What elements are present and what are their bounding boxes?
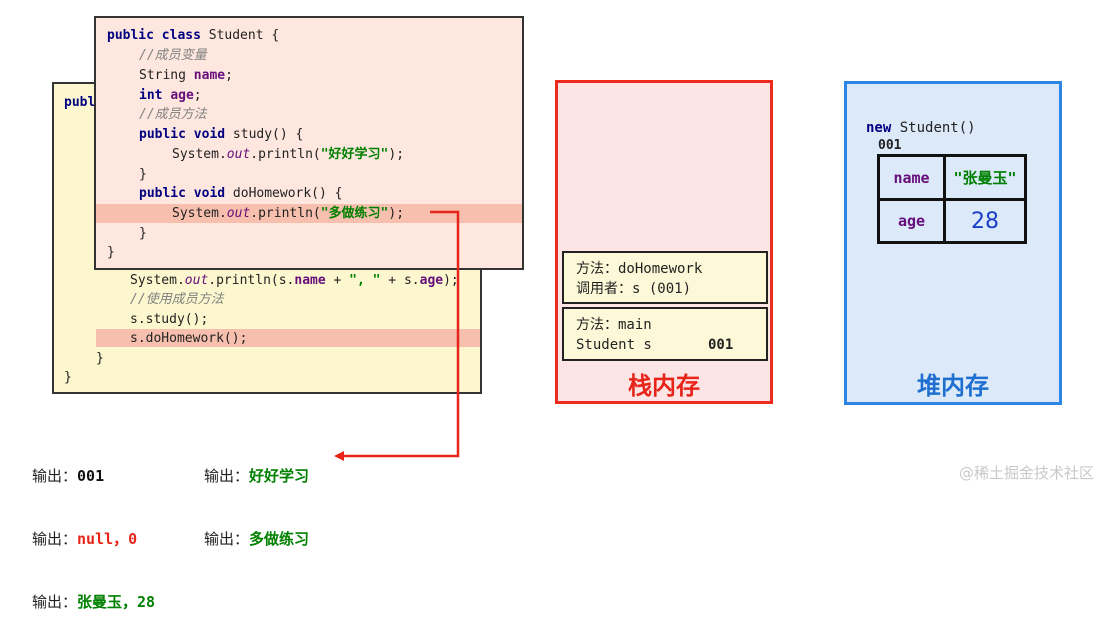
code-line: public void study() { [139, 127, 304, 142]
frame-method-label: 方法：doHomework [576, 261, 703, 277]
code-line: s.study(); [130, 312, 209, 327]
code-line: publ [64, 95, 96, 110]
output-line: 输出：001 [32, 467, 105, 485]
field-name-cell: age [897, 212, 926, 230]
heap-object-address: 001 [878, 138, 902, 153]
student-class-panel: public class Student { //成员变量 String nam… [94, 16, 524, 270]
code-line: } [96, 351, 104, 366]
code-comment: //成员变量 [139, 48, 207, 63]
stack-memory-label: 栈内存 [628, 372, 700, 400]
code-line: s.doHomework(); [130, 331, 248, 346]
code-line: int age; [139, 88, 202, 103]
code-line: } [64, 370, 72, 385]
stack-frame-main: 方法：main Student s 001 [562, 307, 768, 361]
output-line: 输出：null，0 [32, 530, 138, 548]
output-line: 输出：多做练习 [204, 530, 310, 548]
stack-frame-dohomework: 方法：doHomework 调用者：s (001) [562, 251, 768, 304]
output-column-1: 输出：001 输出：null，0 输出：张曼玉，28 [32, 424, 155, 634]
frame-local-var: Student s 001 [576, 335, 766, 355]
local-var-label: Student s [576, 337, 652, 353]
output-line: 输出：张曼玉，28 [32, 593, 156, 611]
field-name-cell: name [893, 168, 930, 187]
heap-memory-label: 堆内存 [917, 372, 989, 400]
code-line: System.out.println("好好学习"); [172, 147, 405, 162]
code-line: } [139, 226, 147, 241]
frame-caller-label: 调用者：s (001) [576, 281, 692, 297]
code-line: } [107, 245, 115, 260]
code-line: String name; [139, 68, 233, 83]
field-value-cell: "张曼玉" [953, 169, 1017, 187]
current-line-highlight [96, 204, 522, 223]
current-line-highlight [96, 329, 480, 347]
local-var-address: 001 [708, 337, 734, 353]
output-arrow [334, 210, 460, 461]
heap-object-header: new Student() [866, 120, 976, 136]
code-line: public void doHomework() { [139, 186, 343, 201]
watermark: @稀土掘金技术社区 [958, 464, 1094, 482]
stack-memory-panel: 方法：doHomework 调用者：s (001) 方法：main Studen… [555, 80, 773, 404]
field-value-cell: 28 [971, 208, 999, 234]
student-object-box: name "张曼玉" age 28 [877, 154, 1027, 244]
code-line: } [139, 167, 147, 182]
code-comment: //成员方法 [139, 107, 207, 122]
output-line: 输出：好好学习 [204, 467, 310, 485]
code-line: System.out.println(s.name + ", " + s.age… [130, 273, 459, 288]
code-comment: //使用成员方法 [130, 292, 224, 307]
heap-memory-panel: new Student() 001 name "张曼玉" age 28 堆内存 [844, 81, 1062, 405]
code-line: public class Student { [107, 28, 280, 43]
output-column-2: 输出：好好学习 输出：多做练习 [204, 424, 309, 571]
frame-method-label: 方法：main [576, 317, 652, 333]
code-line: System.out.println("多做练习"); [172, 206, 405, 221]
